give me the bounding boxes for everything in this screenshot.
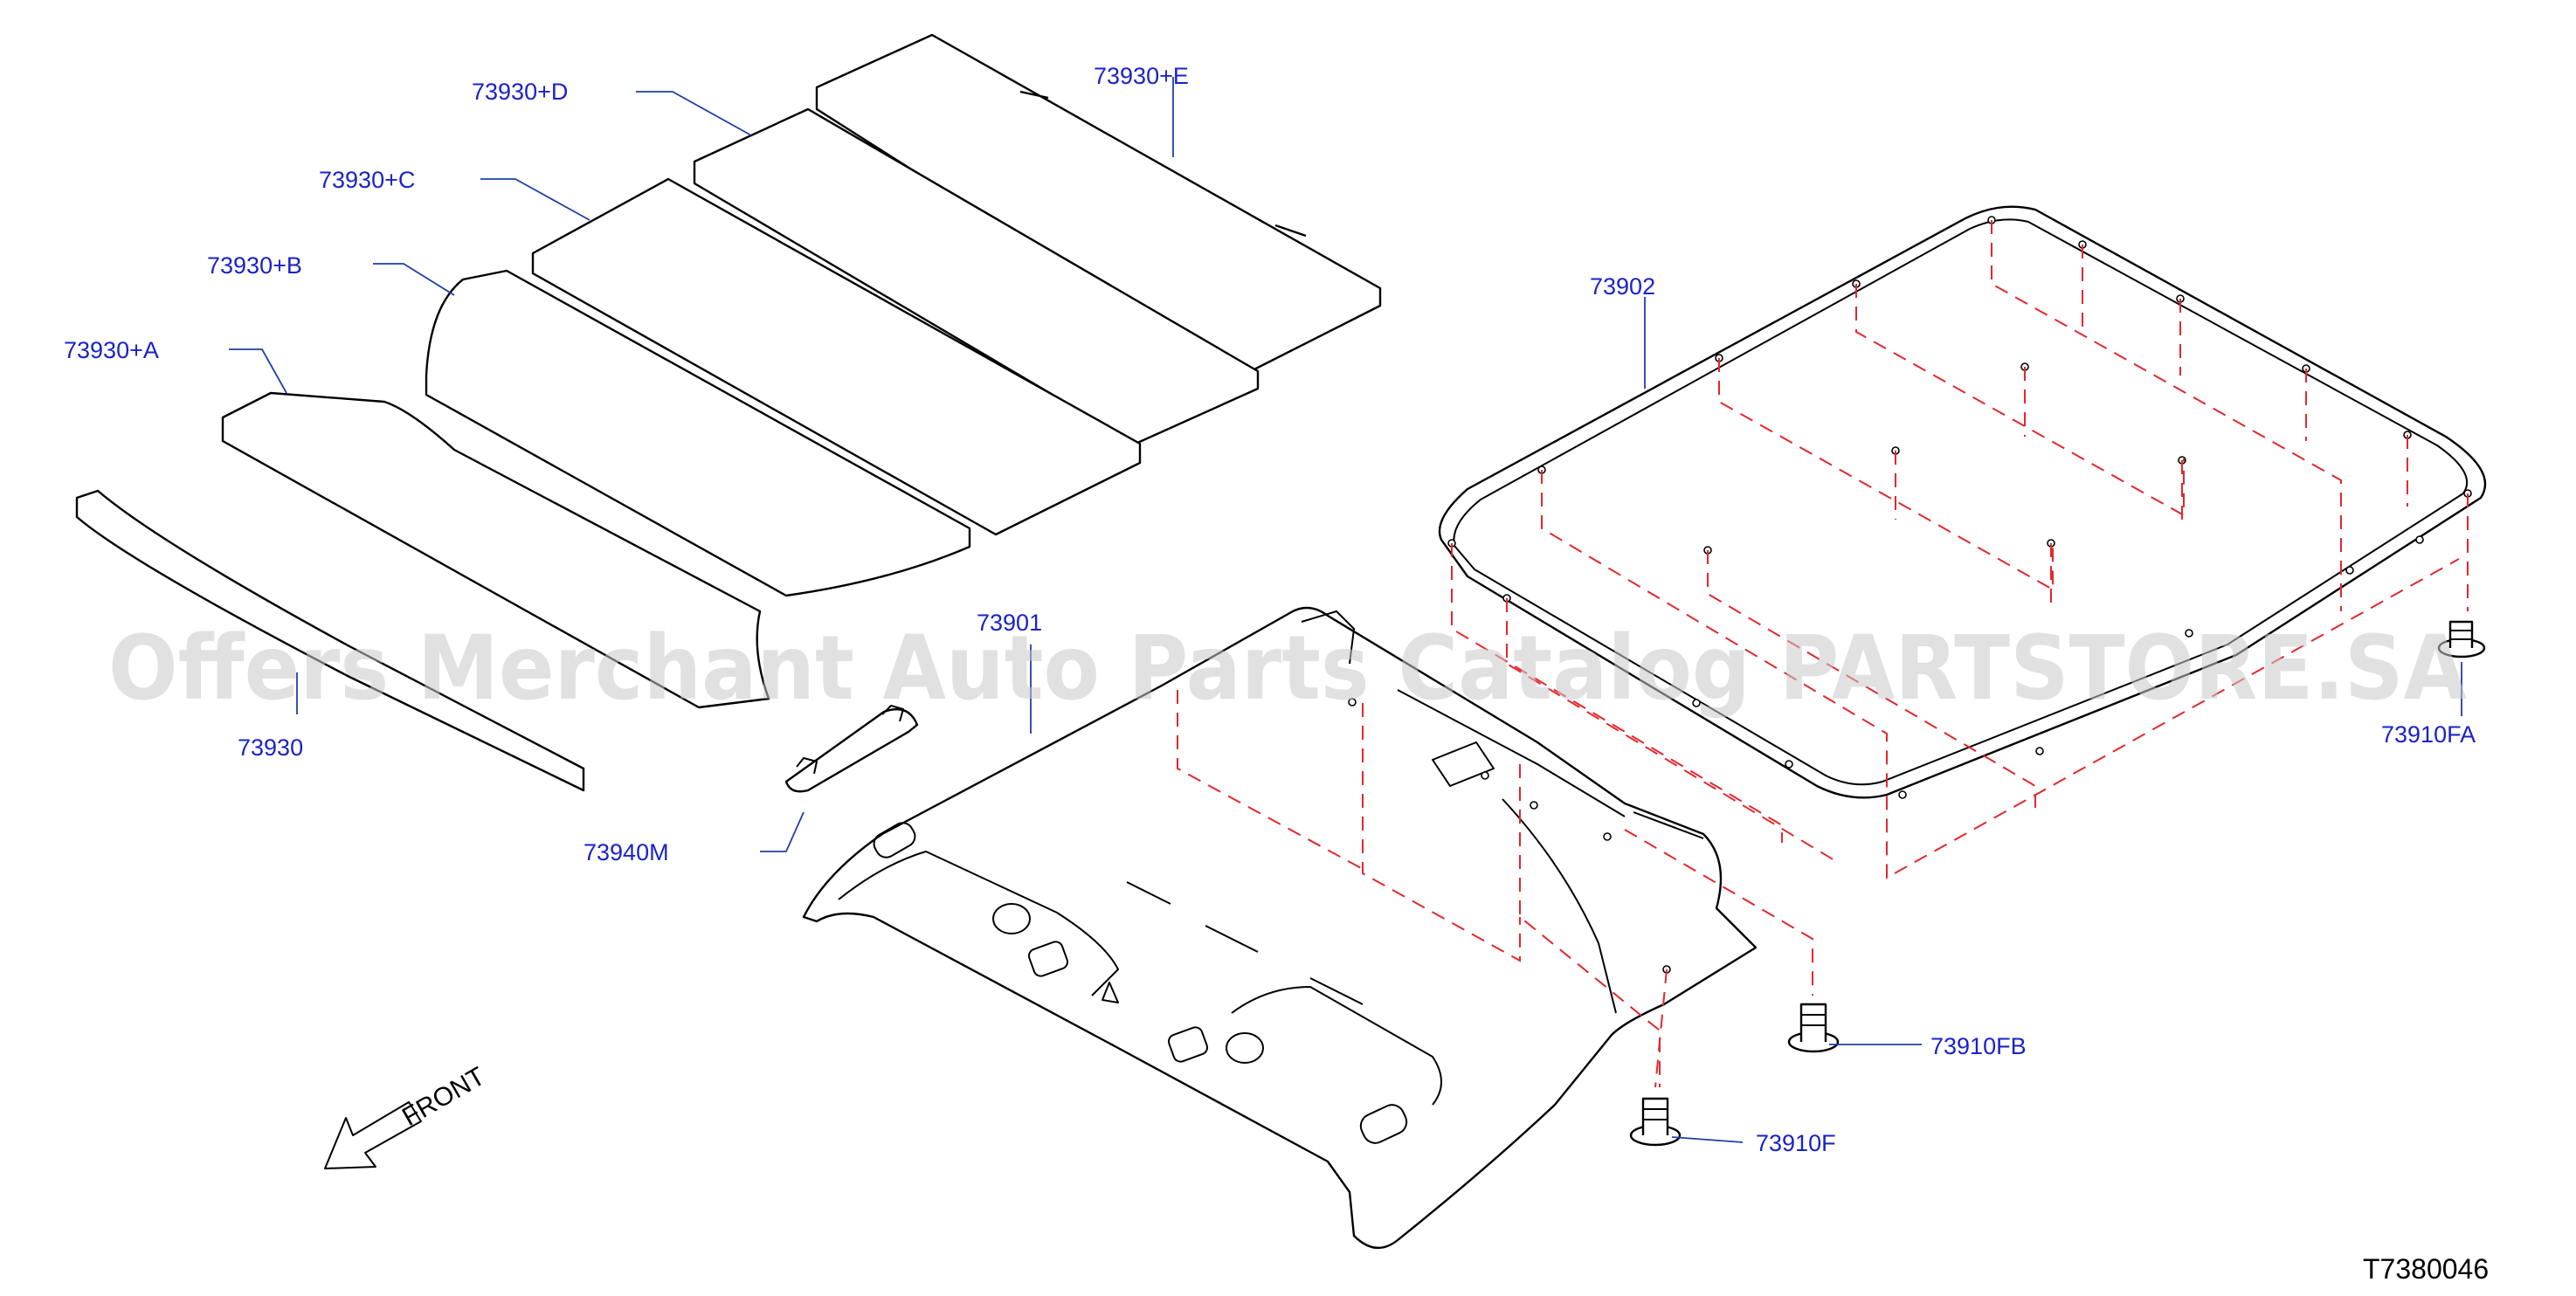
callout-73902: 73902 (1590, 273, 1655, 300)
front-indicator: FRONT (324, 1062, 490, 1169)
headliner-73901 (802, 606, 1758, 1249)
front-label: FRONT (397, 1062, 490, 1132)
pad-73930a (221, 391, 770, 709)
alignment-guides (1177, 220, 2469, 1088)
pad-73930e (815, 33, 1382, 379)
callout-73910fa: 73910FA (2381, 721, 2476, 748)
callout-73910f: 73910F (1756, 1130, 1836, 1156)
clip-73910fa (2437, 620, 2486, 658)
diagram-code: T7380046 (2363, 1253, 2489, 1285)
headliner-73901-detail (838, 610, 1704, 1144)
callout-73901: 73901 (977, 610, 1042, 636)
callout-73940m: 73940M (584, 839, 669, 865)
callout-73910fb: 73910FB (1930, 1033, 2027, 1059)
callout-73930b: 73930+B (207, 252, 302, 279)
roof-panel-73902 (1438, 205, 2486, 799)
pad-73930b (425, 269, 971, 597)
clip-73910f (1629, 1097, 1682, 1147)
roof-panel-73902-rim (1453, 218, 2469, 786)
callout-73930d: 73930+D (472, 79, 568, 105)
callout-73930a: 73930+A (64, 337, 159, 363)
callout-73930e: 73930+E (1094, 63, 1189, 89)
assist-grip-73940m (784, 707, 919, 793)
pad-73930 (75, 489, 585, 792)
callout-73930c: 73930+C (319, 167, 415, 193)
watermark-text: Offers Merchant Auto Parts Catalog PARTS… (108, 617, 2467, 720)
front-arrow-icon (324, 1101, 422, 1169)
pad-73930c (531, 177, 1142, 536)
pad-73930d (693, 107, 1260, 445)
callout-73930: 73930 (238, 734, 303, 761)
leader-lines (229, 77, 2462, 1143)
assist-grip-73940m-clips (796, 705, 904, 775)
clip-73910fb (1787, 1003, 1840, 1053)
